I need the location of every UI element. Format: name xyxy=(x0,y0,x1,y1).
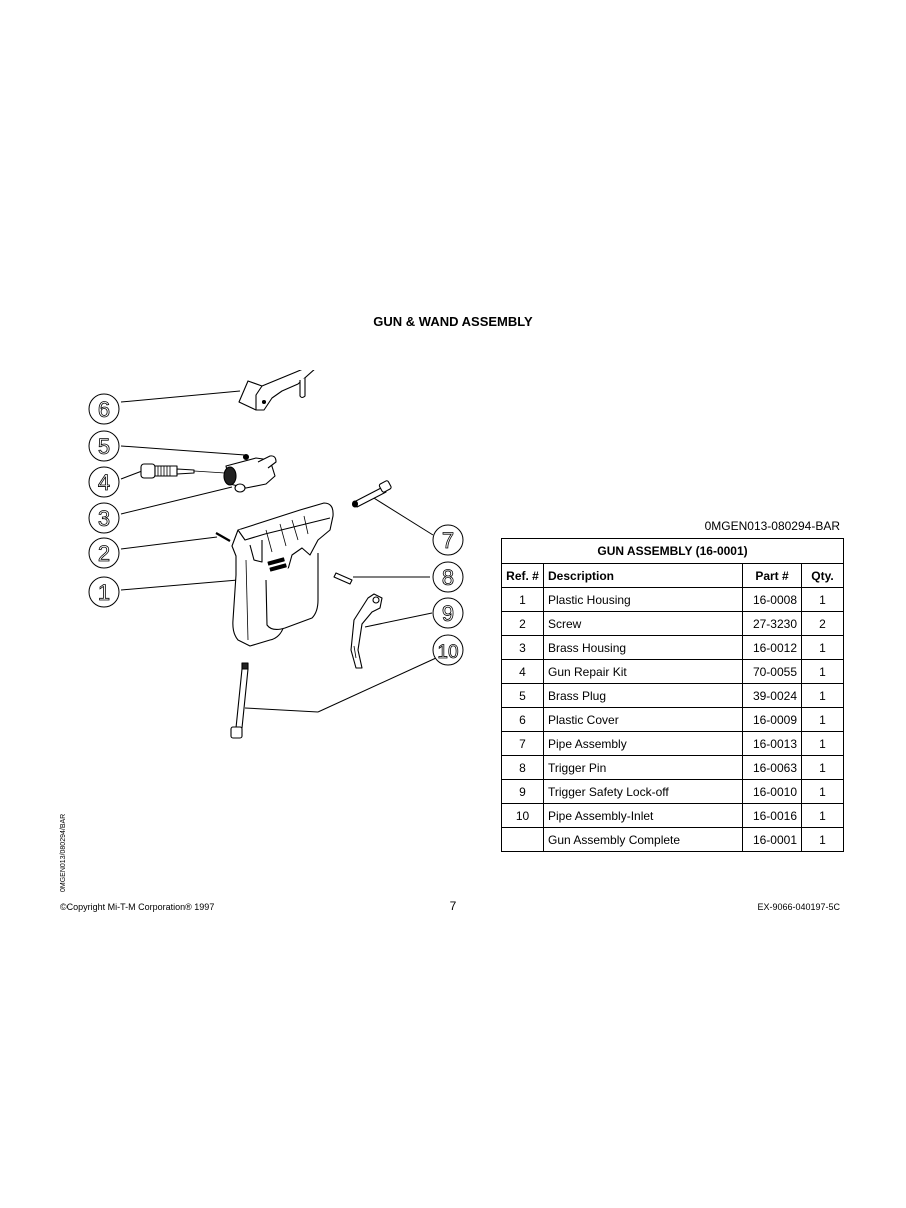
parts-table: GUN ASSEMBLY (16-0001) Ref. # Descriptio… xyxy=(501,538,844,852)
callout-7: 7 xyxy=(442,528,454,553)
part-number-cell: 27-3230 xyxy=(742,611,802,636)
callout-4: 4 xyxy=(98,470,110,495)
description-cell: Pipe Assembly-Inlet xyxy=(543,803,743,828)
qty-cell: 1 xyxy=(801,707,844,732)
callout-1: 1 xyxy=(98,580,110,605)
pipe-assembly-part xyxy=(351,480,392,508)
part-number-cell: 16-0008 xyxy=(742,587,802,612)
column-header-description: Description xyxy=(543,563,743,588)
brass-plug-part xyxy=(242,453,250,461)
part-number-cell: 16-0016 xyxy=(742,803,802,828)
document-code: 0MGEN013-080294-BAR xyxy=(704,519,840,533)
part-number-cell: 16-0001 xyxy=(742,827,802,852)
ref-cell: 8 xyxy=(501,755,544,780)
description-cell: Brass Housing xyxy=(543,635,743,660)
description-cell: Pipe Assembly xyxy=(543,731,743,756)
part-number-cell: 70-0055 xyxy=(742,659,802,684)
exploded-parts-diagram: 6 5 4 3 2 1 7 8 9 10 xyxy=(88,370,464,739)
qty-cell: 1 xyxy=(801,827,844,852)
ref-cell xyxy=(501,827,544,852)
part-number-cell: 16-0063 xyxy=(742,755,802,780)
ref-cell: 6 xyxy=(501,707,544,732)
ref-cell: 1 xyxy=(501,587,544,612)
callout-5: 5 xyxy=(98,434,110,459)
ref-cell: 5 xyxy=(501,683,544,708)
callout-3: 3 xyxy=(98,506,110,531)
qty-cell: 1 xyxy=(801,779,844,804)
callout-circles xyxy=(88,393,464,666)
plastic-cover-part xyxy=(238,370,315,411)
qty-cell: 1 xyxy=(801,587,844,612)
table-title: GUN ASSEMBLY (16-0001) xyxy=(501,538,844,564)
column-header-qty: Qty. xyxy=(801,563,844,588)
ref-cell: 7 xyxy=(501,731,544,756)
qty-cell: 1 xyxy=(801,683,844,708)
callout-10: 10 xyxy=(437,642,458,663)
ref-cell: 2 xyxy=(501,611,544,636)
qty-cell: 1 xyxy=(801,635,844,660)
ref-cell: 4 xyxy=(501,659,544,684)
description-cell: Plastic Cover xyxy=(543,707,743,732)
callout-6: 6 xyxy=(98,397,110,422)
description-cell: Trigger Pin xyxy=(543,755,743,780)
description-cell: Screw xyxy=(543,611,743,636)
brass-housing-part xyxy=(223,455,277,493)
part-number-cell: 16-0013 xyxy=(742,731,802,756)
callout-2: 2 xyxy=(98,541,110,566)
column-header-ref: Ref. # xyxy=(501,563,544,588)
ref-cell: 3 xyxy=(501,635,544,660)
part-number-cell: 16-0010 xyxy=(742,779,802,804)
callout-9: 9 xyxy=(442,601,454,626)
qty-cell: 1 xyxy=(801,755,844,780)
pipe-assembly-inlet-part xyxy=(230,662,249,739)
form-code: EX-9066-040197-5C xyxy=(757,902,840,912)
qty-cell: 2 xyxy=(801,611,844,636)
trigger-pin-part xyxy=(333,572,353,585)
page-number: 7 xyxy=(449,899,457,913)
gun-repair-kit-part xyxy=(140,463,226,479)
ref-cell: 10 xyxy=(501,803,544,828)
screw-part xyxy=(215,532,231,542)
qty-cell: 1 xyxy=(801,803,844,828)
description-cell: Gun Assembly Complete xyxy=(543,827,743,852)
side-document-code: 0MGEN013/080294/BAR xyxy=(60,813,67,892)
part-number-cell: 16-0009 xyxy=(742,707,802,732)
column-header-part-number: Part # xyxy=(742,563,802,588)
ref-cell: 9 xyxy=(501,779,544,804)
plastic-housing-part xyxy=(231,502,334,647)
description-cell: Brass Plug xyxy=(543,683,743,708)
trigger-safety-lockoff-part xyxy=(350,593,383,669)
description-cell: Trigger Safety Lock-off xyxy=(543,779,743,804)
copyright-notice: ©Copyright Mi-T-M Corporation® 1997 xyxy=(60,902,215,912)
qty-cell: 1 xyxy=(801,731,844,756)
page-title: GUN & WAND ASSEMBLY xyxy=(373,314,533,329)
part-number-cell: 16-0012 xyxy=(742,635,802,660)
part-number-cell: 39-0024 xyxy=(742,683,802,708)
qty-cell: 1 xyxy=(801,659,844,684)
description-cell: Gun Repair Kit xyxy=(543,659,743,684)
callout-8: 8 xyxy=(442,565,454,590)
description-cell: Plastic Housing xyxy=(543,587,743,612)
